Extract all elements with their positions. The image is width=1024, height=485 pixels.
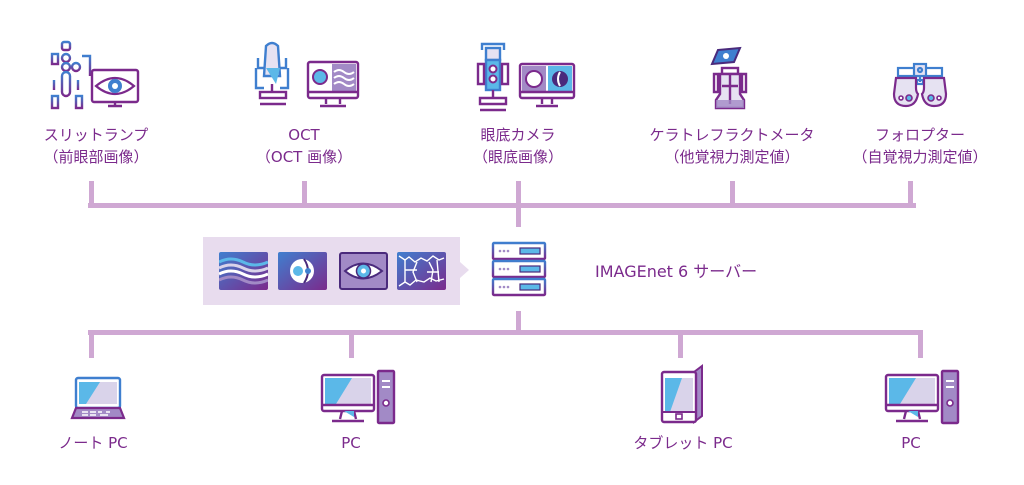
device-phoropter: フォロプター （自覚視力測定値）	[850, 124, 990, 168]
device-name: OCT	[288, 126, 320, 144]
connector-server-down	[516, 311, 521, 334]
connector-laptop	[89, 330, 94, 358]
device-sub: （OCT 画像）	[255, 148, 353, 166]
device-name: PC	[341, 434, 361, 452]
device-name: ノート PC	[58, 434, 128, 452]
device-sub: （他覚視力測定値）	[664, 148, 800, 166]
tablet-icon	[660, 364, 706, 424]
bottom-bus-line	[88, 330, 923, 335]
device-pc-1: PC	[316, 432, 386, 454]
connector-oct	[302, 181, 307, 206]
fundus-vessel-thumbnail	[397, 252, 446, 290]
device-pc-2: PC	[876, 432, 946, 454]
device-name: 眼底カメラ	[480, 126, 556, 144]
device-laptop: ノート PC	[38, 432, 148, 454]
oct-icon	[252, 40, 364, 112]
device-name: スリットランプ	[43, 126, 149, 144]
device-sub: （前眼部画像）	[43, 148, 149, 166]
connector-pc-2	[918, 330, 923, 358]
phoropter-icon	[892, 62, 948, 108]
anterior-eye-thumbnail	[278, 252, 327, 290]
device-name: PC	[901, 434, 921, 452]
panel-arrow-icon	[460, 262, 469, 278]
connector-pc-1	[349, 330, 354, 358]
connector-keratorefractometer	[730, 181, 735, 206]
slit-lamp-icon	[48, 40, 144, 112]
fundus-camera-icon	[472, 40, 580, 112]
desktop-pc-icon	[884, 369, 962, 425]
connector-slit-lamp	[89, 181, 94, 206]
server-label: IMAGEnet 6 サーバー	[595, 262, 758, 281]
top-bus-line	[88, 203, 916, 208]
keratorefractometer-icon	[706, 46, 758, 112]
device-sub: （自覚視力測定値）	[852, 148, 988, 166]
device-name: フォロプター	[874, 126, 965, 144]
device-fundus-camera: 眼底カメラ （眼底画像）	[448, 124, 588, 168]
laptop-icon	[70, 376, 126, 422]
connector-tablet	[678, 330, 683, 358]
device-keratorefractometer: ケラトレフラクトメータ （他覚視力測定値）	[632, 124, 832, 168]
server-icon	[490, 240, 548, 298]
connector-fundus-camera	[516, 181, 521, 227]
device-tablet: タブレット PC	[618, 432, 748, 454]
oct-scan-thumbnail	[218, 252, 269, 290]
desktop-pc-icon	[320, 369, 398, 425]
device-oct: OCT （OCT 画像）	[234, 124, 374, 168]
device-name: タブレット PC	[633, 434, 733, 452]
device-name: ケラトレフラクトメータ	[649, 126, 815, 144]
device-sub: （眼底画像）	[472, 148, 563, 166]
device-slit-lamp: スリットランプ （前眼部画像）	[26, 124, 166, 168]
eye-thumbnail	[339, 252, 388, 290]
connector-phoropter	[908, 181, 913, 206]
